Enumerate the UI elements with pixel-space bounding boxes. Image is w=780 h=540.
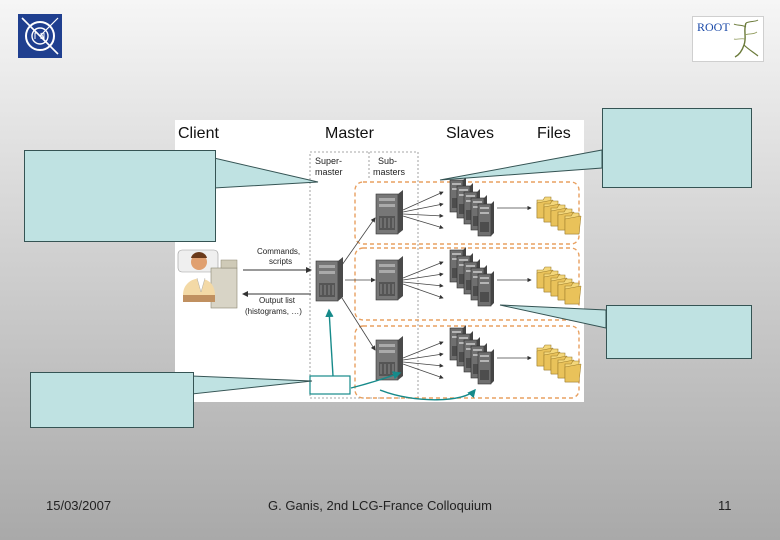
sub-masters-label-1: Sub- [378,156,397,166]
teal-arrow-curve [379,388,476,401]
super-master-label-2: master [315,167,343,177]
pointer-bottom-left [191,375,313,395]
output-label-2: (histograms, …) [245,307,302,316]
header-slaves: Slaves [446,125,494,142]
page-number: 11 [718,498,732,513]
proof-architecture-diagram: Client Master Slaves Files Super- master… [177,125,582,401]
pointer-mid-right [499,304,607,329]
callout-mid-right [606,305,752,359]
footer-date: 15/03/2007 [46,498,112,513]
root-logo: ROOT [692,16,764,62]
sub-masters-label-2: masters [373,167,406,177]
teal-highlight-box [309,375,351,395]
output-label-1: Output list [259,296,296,305]
client-person-icon [177,249,238,309]
super-master-label-1: Super- [315,156,342,166]
callout-top-left [24,150,216,242]
callout-top-right [602,108,752,188]
pointer-top-right [439,149,603,181]
callout-bottom-left [30,372,194,428]
pointer-top-left [213,157,319,189]
header-client: Client [178,125,219,142]
commands-label-1: Commands, [257,247,300,256]
cern-logo [18,14,62,58]
teal-arrow-up [325,308,334,377]
master-column-outline [309,151,419,399]
commands-label-2: scripts [269,257,292,266]
root-tree-icon [733,19,759,58]
teal-arrow-right [350,371,402,389]
footer-title: G. Ganis, 2nd LCG-France Colloquium [268,498,492,513]
header-files: Files [537,125,571,142]
header-master: Master [325,125,375,142]
